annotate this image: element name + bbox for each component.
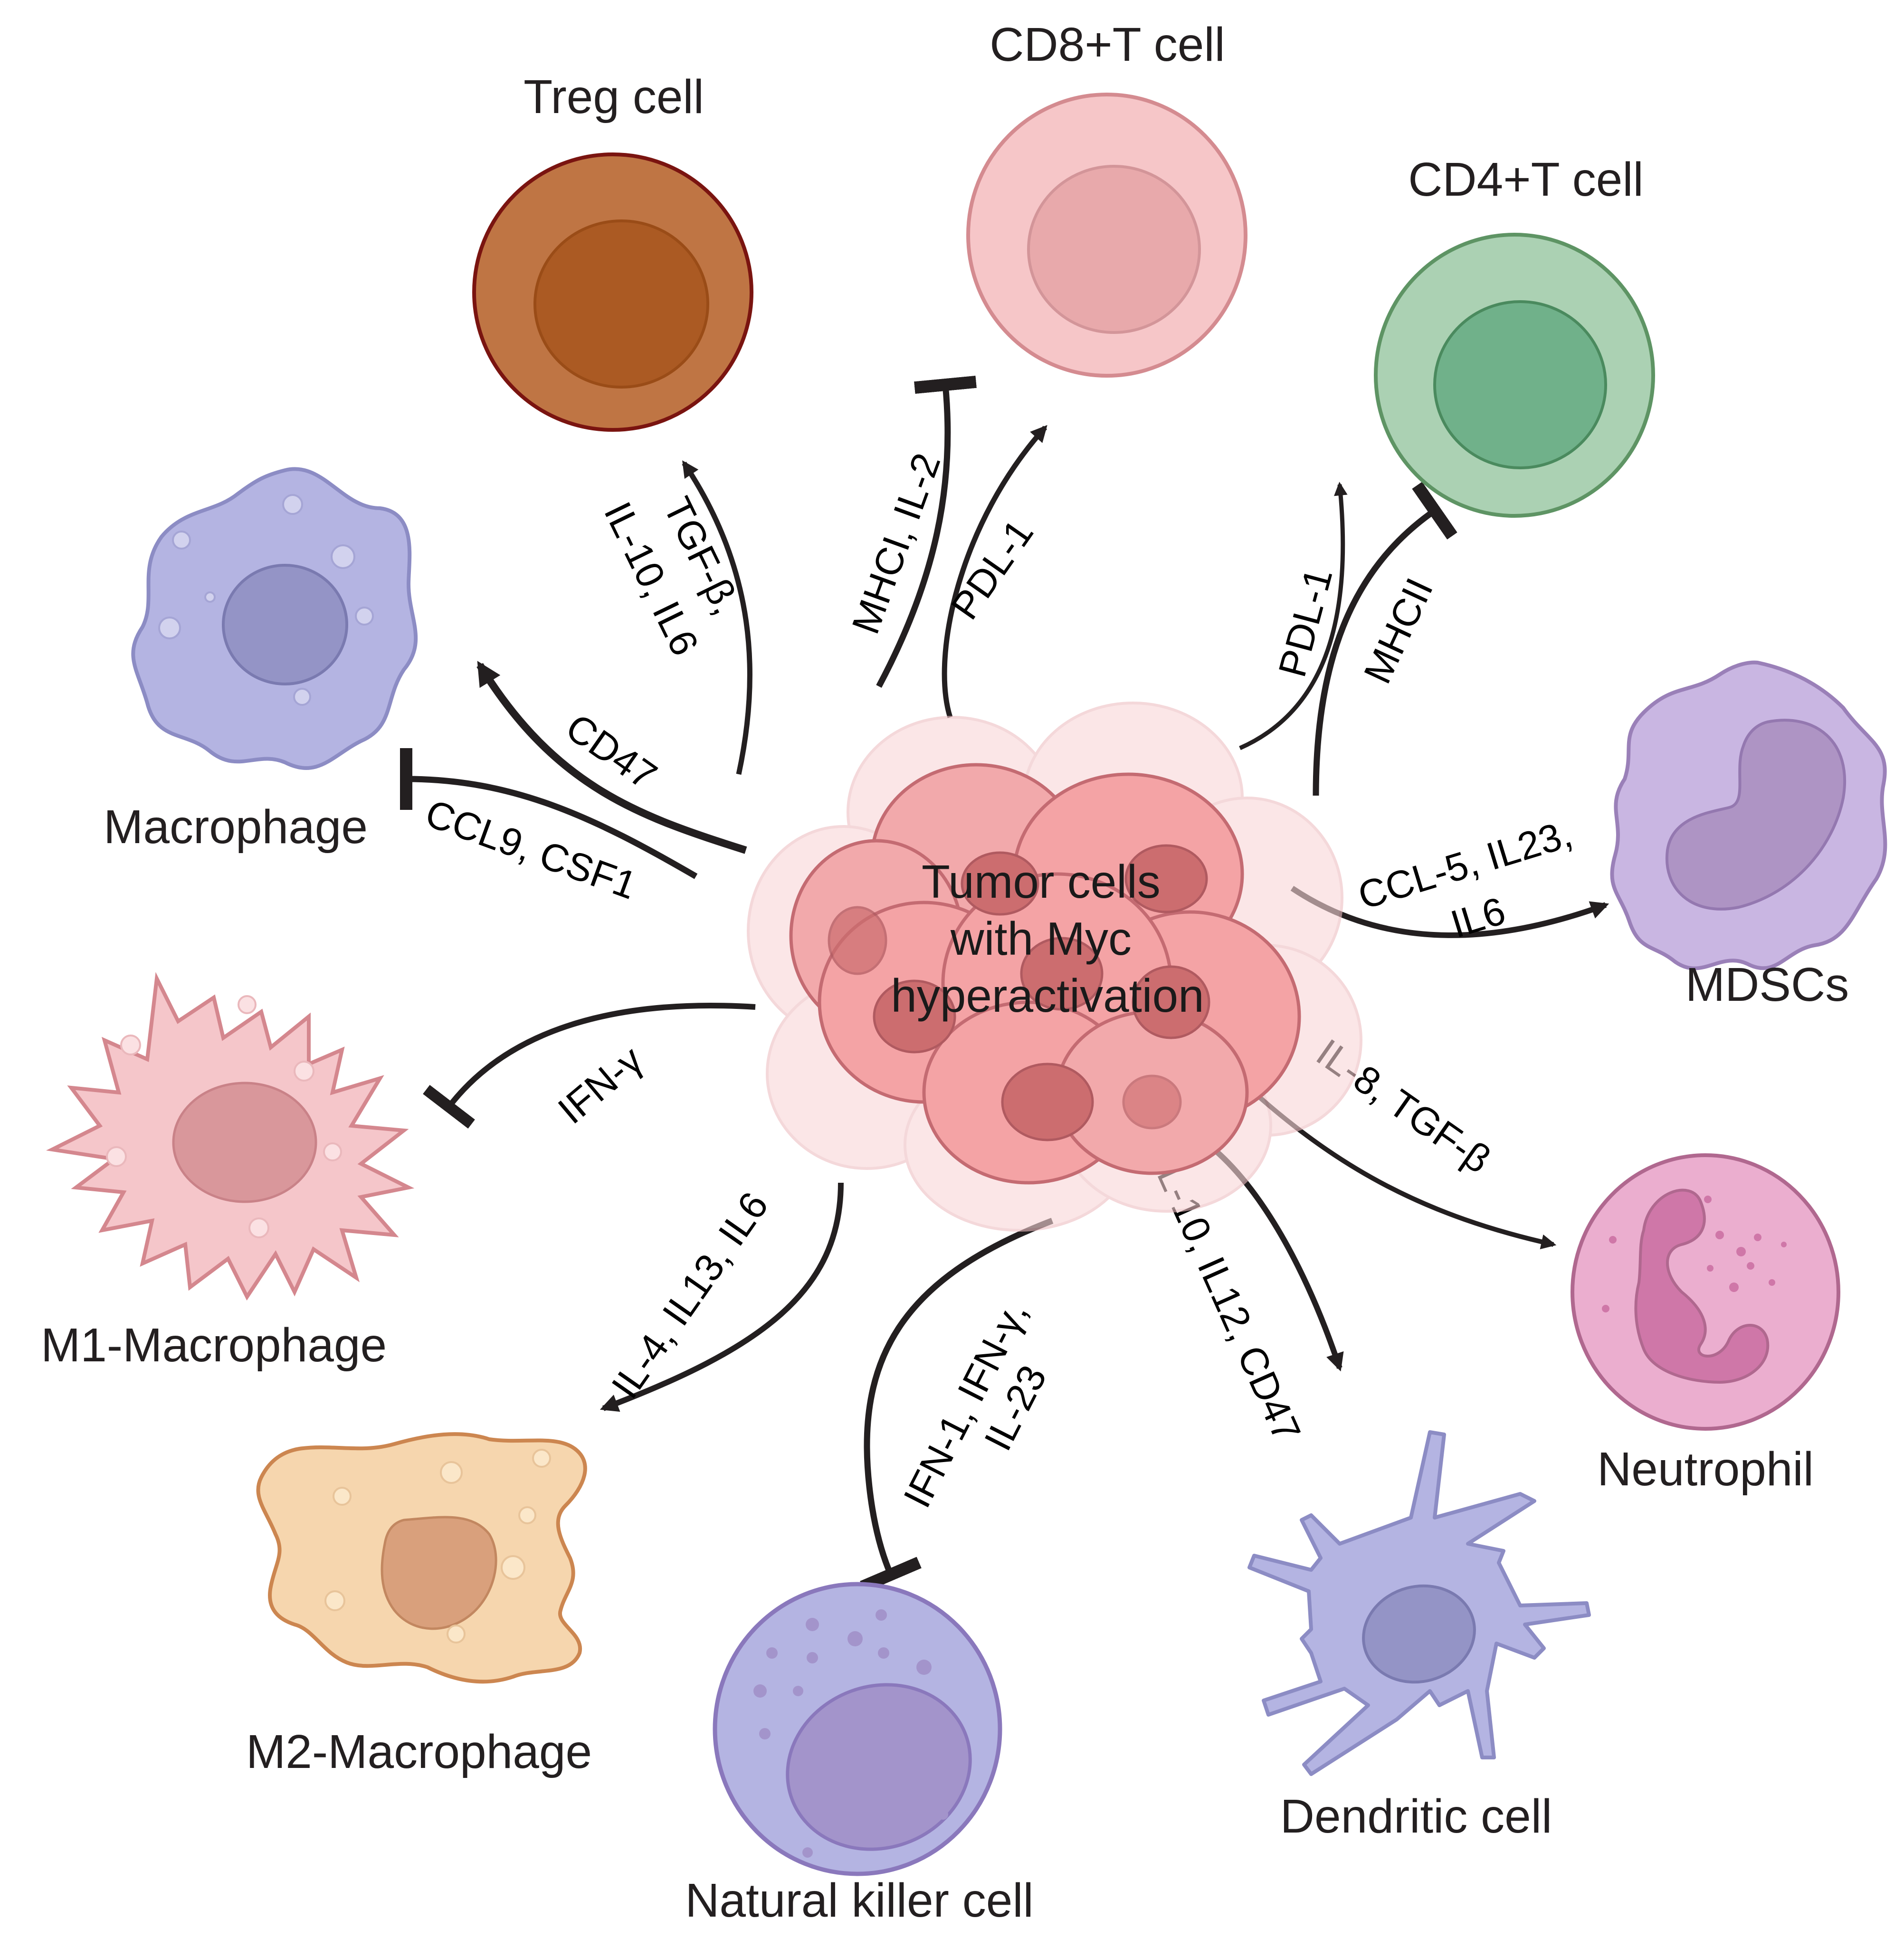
interaction-mhcii-cd4: MHCII [1313,482,1457,796]
dendritic-nucleus [1362,1584,1476,1684]
activation-arrow [600,1182,844,1412]
cell-mdsc[interactable] [1610,660,1887,970]
inhibition-line [1313,482,1457,796]
activation-arrow [1239,482,1348,750]
m1-vesicles [106,995,342,1238]
interaction-ifng-m1: IFN-γ [423,1002,756,1132]
inhibition-line [423,1002,756,1129]
cell-label-neutrophil: Neutrophil [1597,1443,1814,1496]
interaction-label: CCL9, CSF1 [420,791,642,907]
mdsc-nucleus [1665,719,1847,911]
inhibition-line [400,748,698,879]
cell-neutrophil[interactable] [1571,1153,1840,1431]
activation-arrow [476,661,747,854]
interaction-pdl1-cd4: PDL-1 [1239,482,1348,750]
cell-nk[interactable] [713,1582,1002,1876]
cell-label: Treg cell [524,70,704,124]
treg-nucleus [533,219,709,389]
interaction-tgfb-treg: TGF-β, IL-10, IL6 [596,460,753,775]
interaction-ccl9-macrophage: CCL9, CSF1 [400,748,698,908]
neutrophil-granules [1602,1196,1787,1312]
macrophage-vesicles [158,494,374,706]
cell-macrophage[interactable] [131,467,418,770]
m2-nucleus [381,1516,497,1630]
neutrophil-nucleus [1634,1188,1770,1384]
cell-label: CD8+T cell [990,18,1225,71]
neutrophil-cell-body [1571,1153,1840,1431]
macrophage-nucleus [222,564,348,685]
interaction-label: CD47 [558,705,665,798]
cell-label-dendritic: Dendritic cell [1280,1790,1552,1843]
cell-m2[interactable] [256,1432,587,1684]
cell-m1[interactable] [46,972,415,1301]
nk-nucleus [786,1683,972,1851]
inhibition-line [876,375,977,688]
interaction-ifn-nk: IFN-1, IFN-γ, IL-23 [860,1217,1055,1593]
activation-arrow [942,425,1047,718]
cd4-nucleus [1433,300,1607,469]
interaction-label: PDL-1 [943,512,1042,627]
cell-dendritic[interactable] [1247,1430,1591,1776]
interaction-il4-m2: IL-4, IL13, IL6 [600,1182,844,1412]
interaction-mhci-cd8: MHCI, IL-2 [844,375,977,688]
cd8-nucleus [1027,165,1201,334]
cell-label-m2: M2-Macrophage [246,1725,592,1778]
cell-cd4[interactable]: CD4+T cell [1374,153,1655,518]
tumor-cluster: Tumor cells with Myc hyperactivation [747,702,1362,1232]
m1-nucleus [172,1082,317,1203]
cell-label-m1: M1-Macrophage [41,1319,387,1372]
cell-label-mdsc: MDSCs [1685,958,1849,1011]
interaction-label: MHCII [1356,572,1442,690]
cell-label-macrophage: Macrophage [104,800,368,854]
cell-label: CD4+T cell [1408,153,1644,206]
tumor-nuclei [828,844,1210,1141]
activation-arrow [682,460,753,775]
tumor-label: Tumor cells with Myc hyperactivation [891,855,1204,1022]
cell-treg[interactable]: Treg cell [472,70,753,432]
interaction-pdl1-cd8: PDL-1 [942,425,1047,718]
nk-granules [753,1609,953,1858]
inhibition-line [860,1217,1054,1593]
interaction-label: IFN-γ [550,1038,651,1132]
m2-vesicles [324,1449,551,1644]
cell-label-nk: Natural killer cell [685,1874,1034,1927]
interaction-label: IL6 [1446,889,1511,946]
cell-cd8[interactable]: CD8+T cell [966,18,1247,378]
